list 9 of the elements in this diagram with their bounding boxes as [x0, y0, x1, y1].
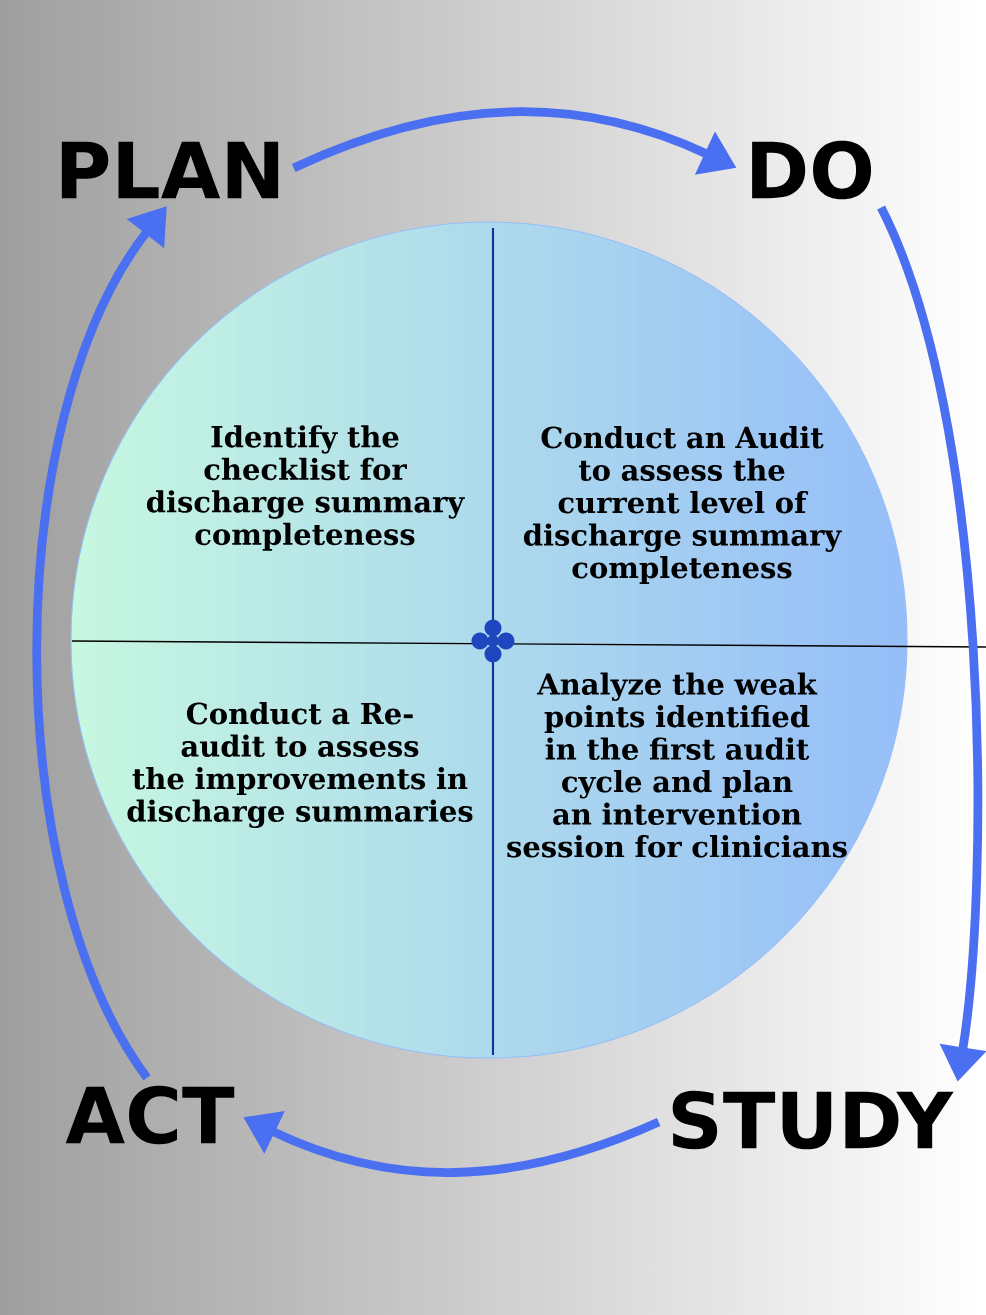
cycle-circle — [70, 221, 908, 1059]
stage-heading: STUDY — [672, 1090, 954, 1150]
stage-heading: ACT — [65, 1085, 235, 1145]
stage-heading: DO — [752, 140, 872, 200]
step-description: Analyze the weak points identified in the first audit cycle and plan an intervention session for clinicians — [507, 672, 847, 858]
stage-heading: PLAN — [61, 141, 279, 199]
step-description: Conduct a Re-audit to assess the improvements in discharge summaries — [127, 702, 473, 828]
step-description: Identify the checklist for discharge summary completeness — [146, 425, 465, 551]
step-description: Conduct an Audit to assess the current level of discharge summary completeness — [523, 425, 842, 585]
